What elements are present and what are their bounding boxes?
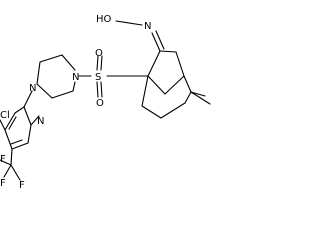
sulfonyl-group: S O O <box>78 48 149 109</box>
bond-py-double-1 <box>10 139 23 145</box>
chloro-label: Cl <box>0 110 10 121</box>
bond-c3-c4 <box>164 75 185 95</box>
piperazine-n-right-label: N <box>72 72 79 83</box>
bond-f1 <box>3 164 12 178</box>
bond-c3-c7 <box>183 75 192 93</box>
fluorine-3-label: F <box>0 154 6 165</box>
bond-pip-4 <box>36 83 53 99</box>
bond-c-n-double-b <box>155 30 165 50</box>
bond-c1-c5 <box>147 50 161 77</box>
bond-s-o-top-b <box>100 55 103 71</box>
bond-cf3 <box>10 148 13 166</box>
bond-c6-c8 <box>141 105 162 119</box>
pyridine-n-label: N <box>37 116 44 127</box>
bond-py-5 <box>4 112 16 131</box>
bond-pyridine-n <box>30 115 40 126</box>
bond-pip-3 <box>36 61 41 85</box>
bond-py-double-2 <box>8 116 17 130</box>
molecule-drawing: N HO S O O N N <box>0 14 211 191</box>
oxime-n-label: N <box>144 21 151 32</box>
bond-n-o <box>115 20 143 26</box>
bond-methyl-b <box>190 91 211 105</box>
bond-pip-1 <box>61 54 76 71</box>
fluorine-2-label: F <box>19 180 25 191</box>
bond-c8-c9 <box>160 102 186 119</box>
piperazine-ring: N N <box>23 54 79 108</box>
bond-pip-6 <box>72 81 76 92</box>
bond-py-4 <box>4 129 13 150</box>
bond-c2-c3 <box>175 51 185 77</box>
chemical-structure-diagram: N HO S O O N N <box>0 14 211 191</box>
bond-c1-c2 <box>159 50 177 53</box>
bond-c9-c7 <box>184 91 192 104</box>
bond-chloro <box>0 119 6 131</box>
bond-f2 <box>10 164 21 181</box>
bond-methyl-a <box>190 91 206 97</box>
bond-c-n-double-a <box>151 32 161 52</box>
bicyclic-skeleton <box>141 50 211 119</box>
bond-pip-2 <box>39 54 63 63</box>
bond-c5-c4 <box>147 75 166 95</box>
bond-f3 <box>0 159 12 166</box>
bond-py-1 <box>23 106 32 126</box>
sulfonyl-o-bottom-label: O <box>96 98 104 109</box>
bond-py-3 <box>11 142 29 150</box>
bond-s-o-bottom-a <box>96 81 99 98</box>
sulfur-label: S <box>95 72 101 83</box>
bond-py-6 <box>14 106 25 114</box>
fluorine-1-label: F <box>0 178 6 189</box>
sulfonyl-o-top-label: O <box>95 48 103 59</box>
pyridine-ring: N Cl F F F <box>0 106 44 191</box>
oxime-oh-label: HO <box>96 14 112 25</box>
bond-pip-5 <box>51 90 74 99</box>
bond-c5-c6 <box>141 75 149 107</box>
bond-s-o-top-a <box>96 55 99 71</box>
piperazine-n-left-label: N <box>29 83 36 94</box>
bond-s-o-bottom-b <box>100 81 103 98</box>
oxime-group: N HO <box>96 14 165 52</box>
bond-pip-pyridine <box>23 90 33 108</box>
bond-py-2 <box>27 124 32 144</box>
